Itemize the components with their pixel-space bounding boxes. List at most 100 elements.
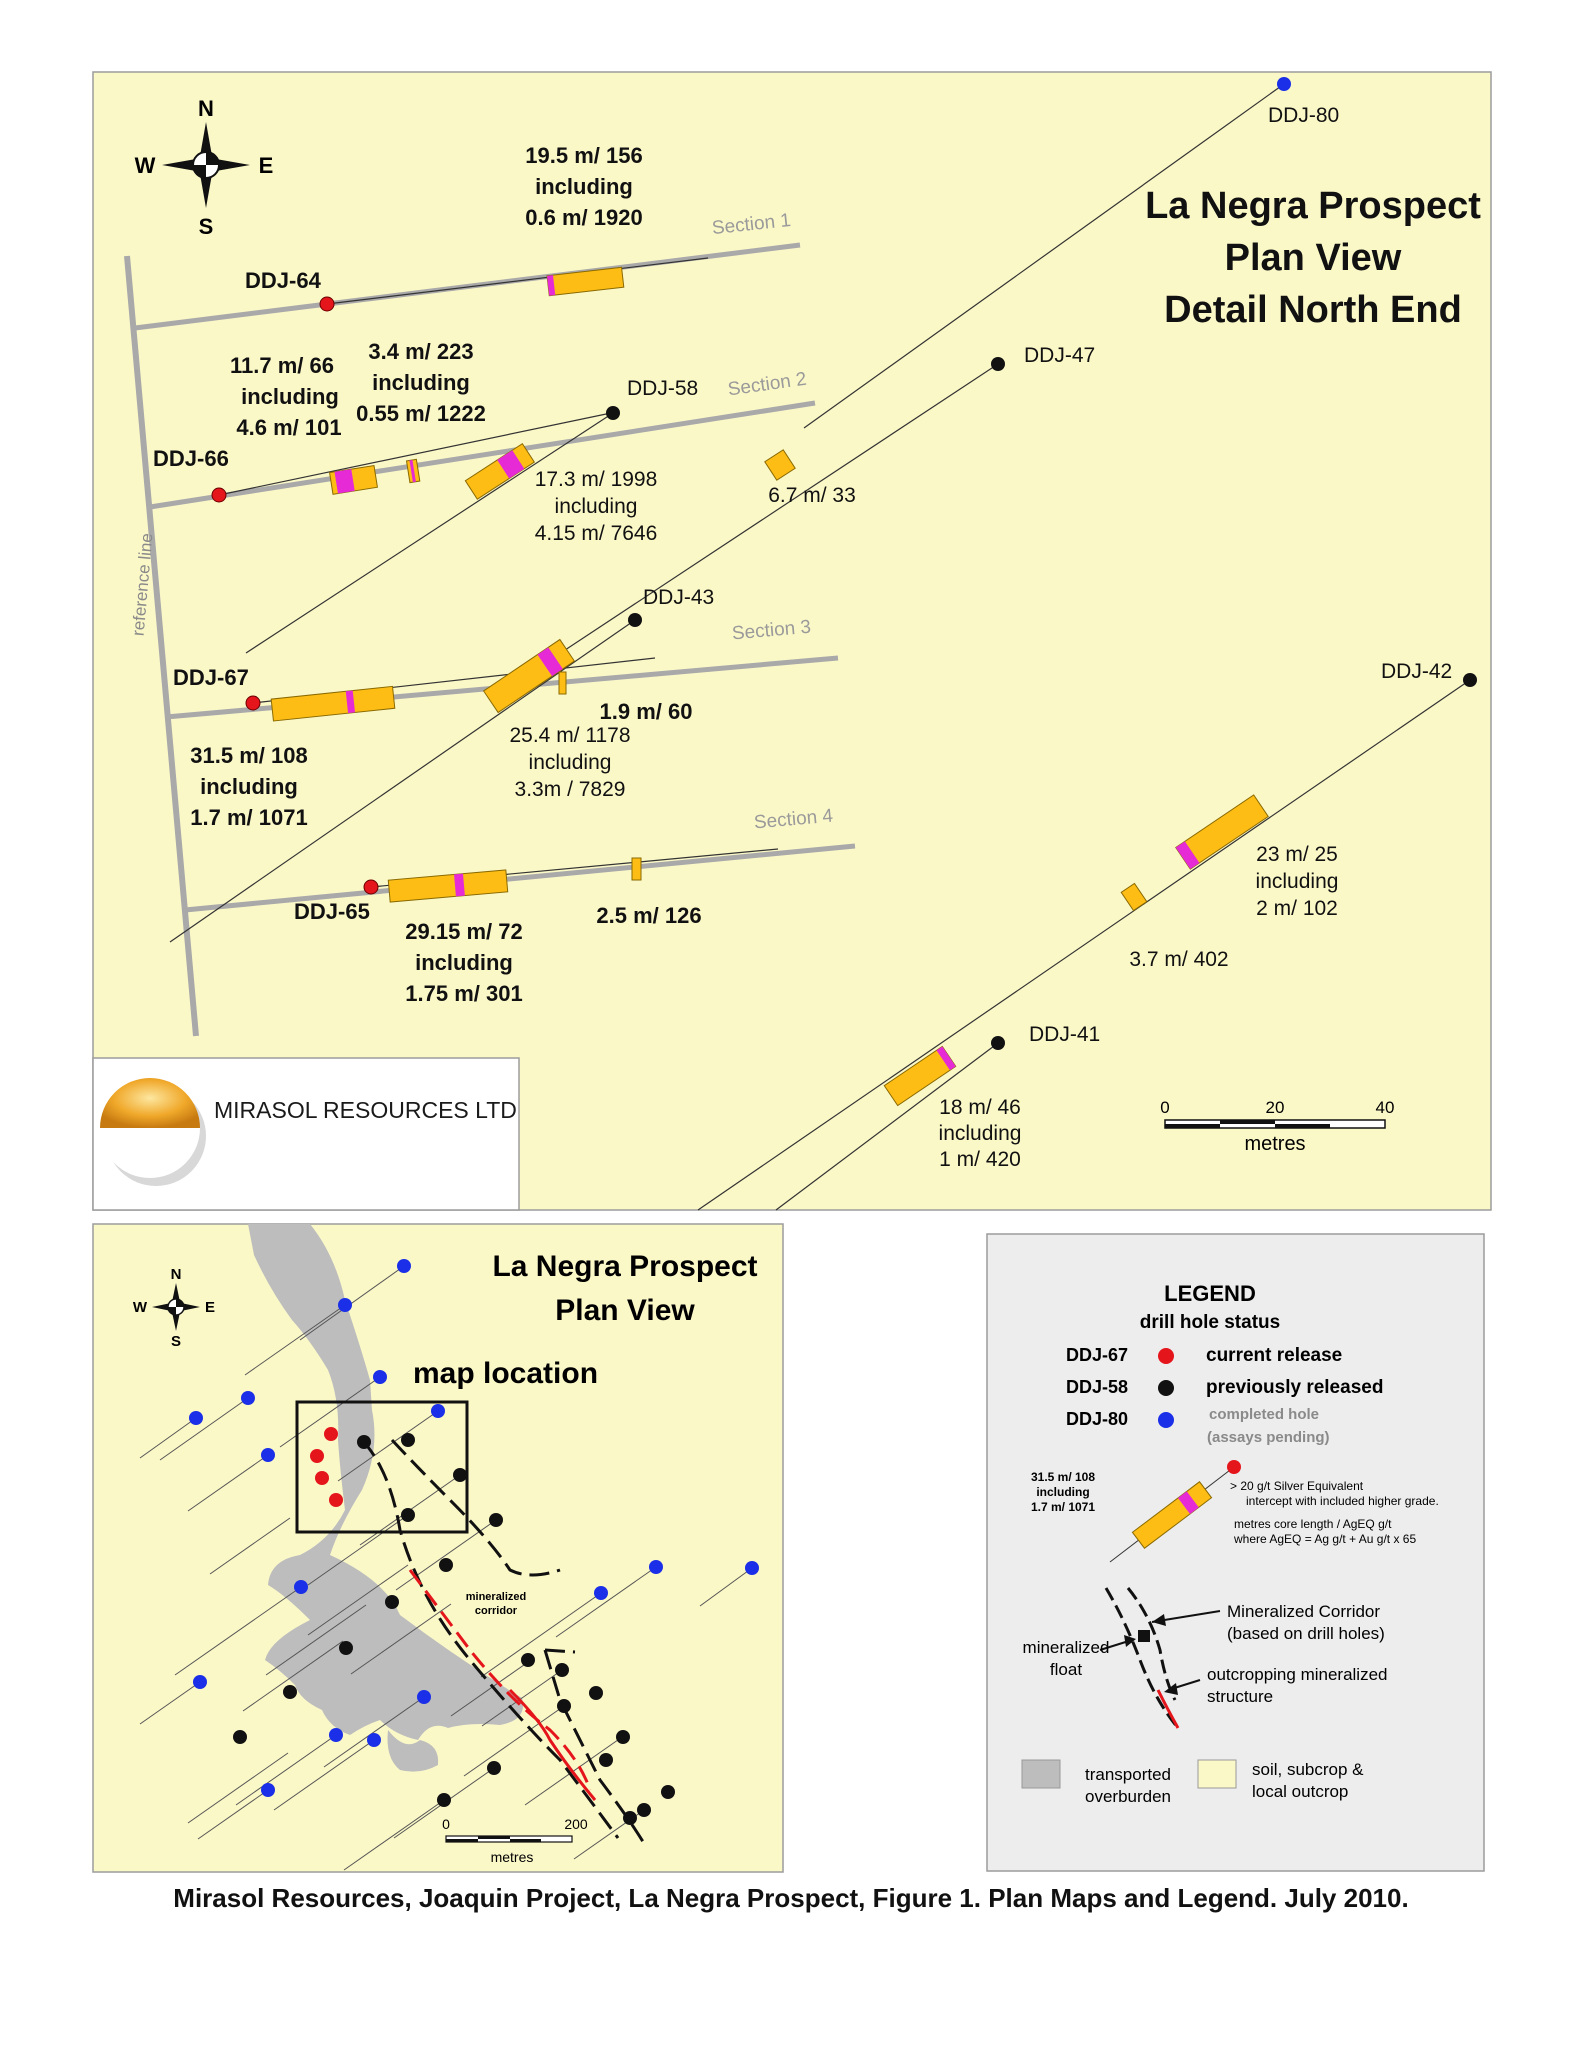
hole-labels-prev: DDJ-58 DDJ-47 DDJ-43 DDJ-42 DDJ-41 DDJ-8… xyxy=(627,104,1452,1046)
collar-ddj67[interactable] xyxy=(245,695,261,711)
collar-ddj58[interactable] xyxy=(606,406,620,420)
legend-panel: LEGEND drill hole status DDJ-67 current … xyxy=(986,1233,1485,1872)
legend-soil-2: local outcrop xyxy=(1252,1782,1348,1801)
corridor-label-1: mineralized xyxy=(466,1591,527,1603)
ann-ddj58-1: 17.3 m/ 1998 xyxy=(535,468,658,491)
ann-ddj58-2: including xyxy=(555,495,638,518)
company-logo: MIRASOL RESOURCES LTD xyxy=(92,1057,520,1211)
collar-ddj47[interactable] xyxy=(991,357,1005,371)
section-4-line xyxy=(184,843,856,913)
ann-ddj47: 6.7 m/ 33 xyxy=(768,484,856,507)
legend-overburden-swatch xyxy=(1021,1759,1061,1789)
legend-item-1-label: current release xyxy=(1206,1345,1342,1366)
ann-ddj66a-2: including xyxy=(241,384,339,409)
legend-overburden-1: transported xyxy=(1085,1765,1171,1784)
collar-ddj43[interactable] xyxy=(628,613,642,627)
ann-ddj41-1: 18 m/ 46 xyxy=(939,1096,1021,1119)
legend-item-2-label: previously released xyxy=(1206,1377,1383,1398)
label-ddj67: DDJ-67 xyxy=(173,665,249,690)
intercept-ddj43 xyxy=(482,638,576,714)
legend-corridor-2: (based on drill holes) xyxy=(1227,1624,1385,1643)
legend-note-3: metres core length / AgEQ g/t xyxy=(1234,1517,1392,1531)
compass-rose-icon: N S E W xyxy=(135,96,274,239)
label-ddj42: DDJ-42 xyxy=(1381,660,1452,683)
intercept-labels-regular: 17.3 m/ 1998 including 4.15 m/ 7646 6.7 … xyxy=(509,468,1338,1171)
legend-item-2-id: DDJ-58 xyxy=(1066,1377,1128,1397)
trace-ddj64 xyxy=(326,257,709,305)
label-ddj47: DDJ-47 xyxy=(1024,344,1095,367)
legend-item-3-id: DDJ-80 xyxy=(1066,1409,1128,1429)
legend-soil-1: soil, subcrop & xyxy=(1252,1760,1364,1779)
label-ddj58: DDJ-58 xyxy=(627,377,698,400)
ann-ddj67a-2: including xyxy=(200,774,298,799)
loc-compass-n: N xyxy=(171,1266,182,1283)
trace-ddj41 xyxy=(775,1042,999,1211)
trace-ddj47 xyxy=(499,363,999,694)
legend-previous-marker xyxy=(1158,1380,1174,1396)
detail-scale-40: 40 xyxy=(1376,1098,1395,1117)
intercept-labels-bold: 19.5 m/ 156 including 0.6 m/ 1920 11.7 m… xyxy=(190,143,701,1006)
detail-title: La Negra Prospect Plan View Detail North… xyxy=(1145,185,1481,331)
intercept-ddj64 xyxy=(546,266,625,297)
collar-ddj66[interactable] xyxy=(211,487,227,503)
legend-note-2: intercept with included higher grade. xyxy=(1246,1494,1439,1508)
ann-ddj64-3: 0.6 m/ 1920 xyxy=(525,205,642,230)
legend-note-1: > 20 g/t Silver Equivalent xyxy=(1230,1479,1364,1493)
legend-soil-swatch xyxy=(1197,1759,1237,1789)
ann-ddj42a-2: including xyxy=(1256,870,1339,893)
ann-ddj66b-1: 3.4 m/ 223 xyxy=(368,339,473,364)
label-ddj66: DDJ-66 xyxy=(153,446,229,471)
ann-ddj66b-2: including xyxy=(372,370,470,395)
ann-ddj42a-1: 23 m/ 25 xyxy=(1256,843,1338,866)
detail-map: reference line Section 1 Section 2 Secti… xyxy=(92,71,1492,1211)
collar-ddj65[interactable] xyxy=(363,879,379,895)
label-ddj64: DDJ-64 xyxy=(245,268,322,293)
mineralized-corridor-lines xyxy=(360,1438,647,1846)
label-ddj80: DDJ-80 xyxy=(1268,104,1339,127)
legend-example-bar xyxy=(1131,1481,1213,1549)
detail-scale-0: 0 xyxy=(1160,1098,1169,1117)
legend-example-collar xyxy=(1227,1460,1241,1474)
collar-ddj80[interactable] xyxy=(1277,77,1291,91)
legend-pending-marker xyxy=(1158,1412,1174,1428)
section-2-line xyxy=(149,400,816,510)
loc-scale-0: 0 xyxy=(442,1816,450,1832)
detail-scale-unit: metres xyxy=(1244,1133,1305,1155)
trace-ddj42 xyxy=(697,679,1471,1211)
ann-ddj43-1: 25.4 m/ 1178 xyxy=(509,724,630,747)
ann-ddj67b: 1.9 m/ 60 xyxy=(600,699,693,724)
ann-ddj64-2: including xyxy=(535,174,633,199)
map-location-label: map location xyxy=(413,1357,598,1390)
overburden-area xyxy=(248,1224,524,1740)
legend-title: LEGEND xyxy=(1164,1281,1256,1306)
drill-traces xyxy=(169,83,1471,1211)
ann-ddj41-3: 1 m/ 420 xyxy=(939,1148,1021,1171)
loc-scale-unit: metres xyxy=(491,1849,534,1865)
intercept-ddj58 xyxy=(464,443,536,500)
intercept-ddj67-a xyxy=(270,685,396,722)
intercept-ddj42-b xyxy=(1120,882,1148,912)
detail-map-frame xyxy=(92,71,1492,1211)
compass-e: E xyxy=(259,153,274,178)
collars xyxy=(211,77,1477,1050)
ann-ddj64-1: 19.5 m/ 156 xyxy=(525,143,642,168)
location-compass-icon: N S E W xyxy=(133,1266,215,1350)
legend-example-3: 1.7 m/ 1071 xyxy=(1031,1500,1095,1514)
legend-outcrop-line xyxy=(1156,1689,1180,1729)
ann-ddj58-3: 4.15 m/ 7646 xyxy=(535,522,658,545)
logo-text: MIRASOL RESOURCES LTD xyxy=(214,1097,517,1123)
figure-caption: Mirasol Resources, Joaquin Project, La N… xyxy=(173,1883,1408,1913)
location-traces xyxy=(139,1265,753,1871)
legend-item-1-id: DDJ-67 xyxy=(1066,1345,1128,1365)
compass-s: S xyxy=(199,214,214,239)
collar-ddj41[interactable] xyxy=(991,1036,1005,1050)
legend-corridor-1: Mineralized Corridor xyxy=(1227,1602,1380,1621)
legend-float-1: mineralized xyxy=(1023,1638,1110,1657)
intercept-ddj41 xyxy=(883,1045,957,1107)
loc-scale-200: 200 xyxy=(564,1816,588,1832)
collar-ddj64[interactable] xyxy=(319,296,335,312)
corridor-label-2: corridor xyxy=(475,1605,518,1617)
intercept-ddj66-a xyxy=(328,464,379,495)
collar-ddj42[interactable] xyxy=(1463,673,1477,687)
ann-ddj43-3: 3.3m / 7829 xyxy=(515,778,626,801)
